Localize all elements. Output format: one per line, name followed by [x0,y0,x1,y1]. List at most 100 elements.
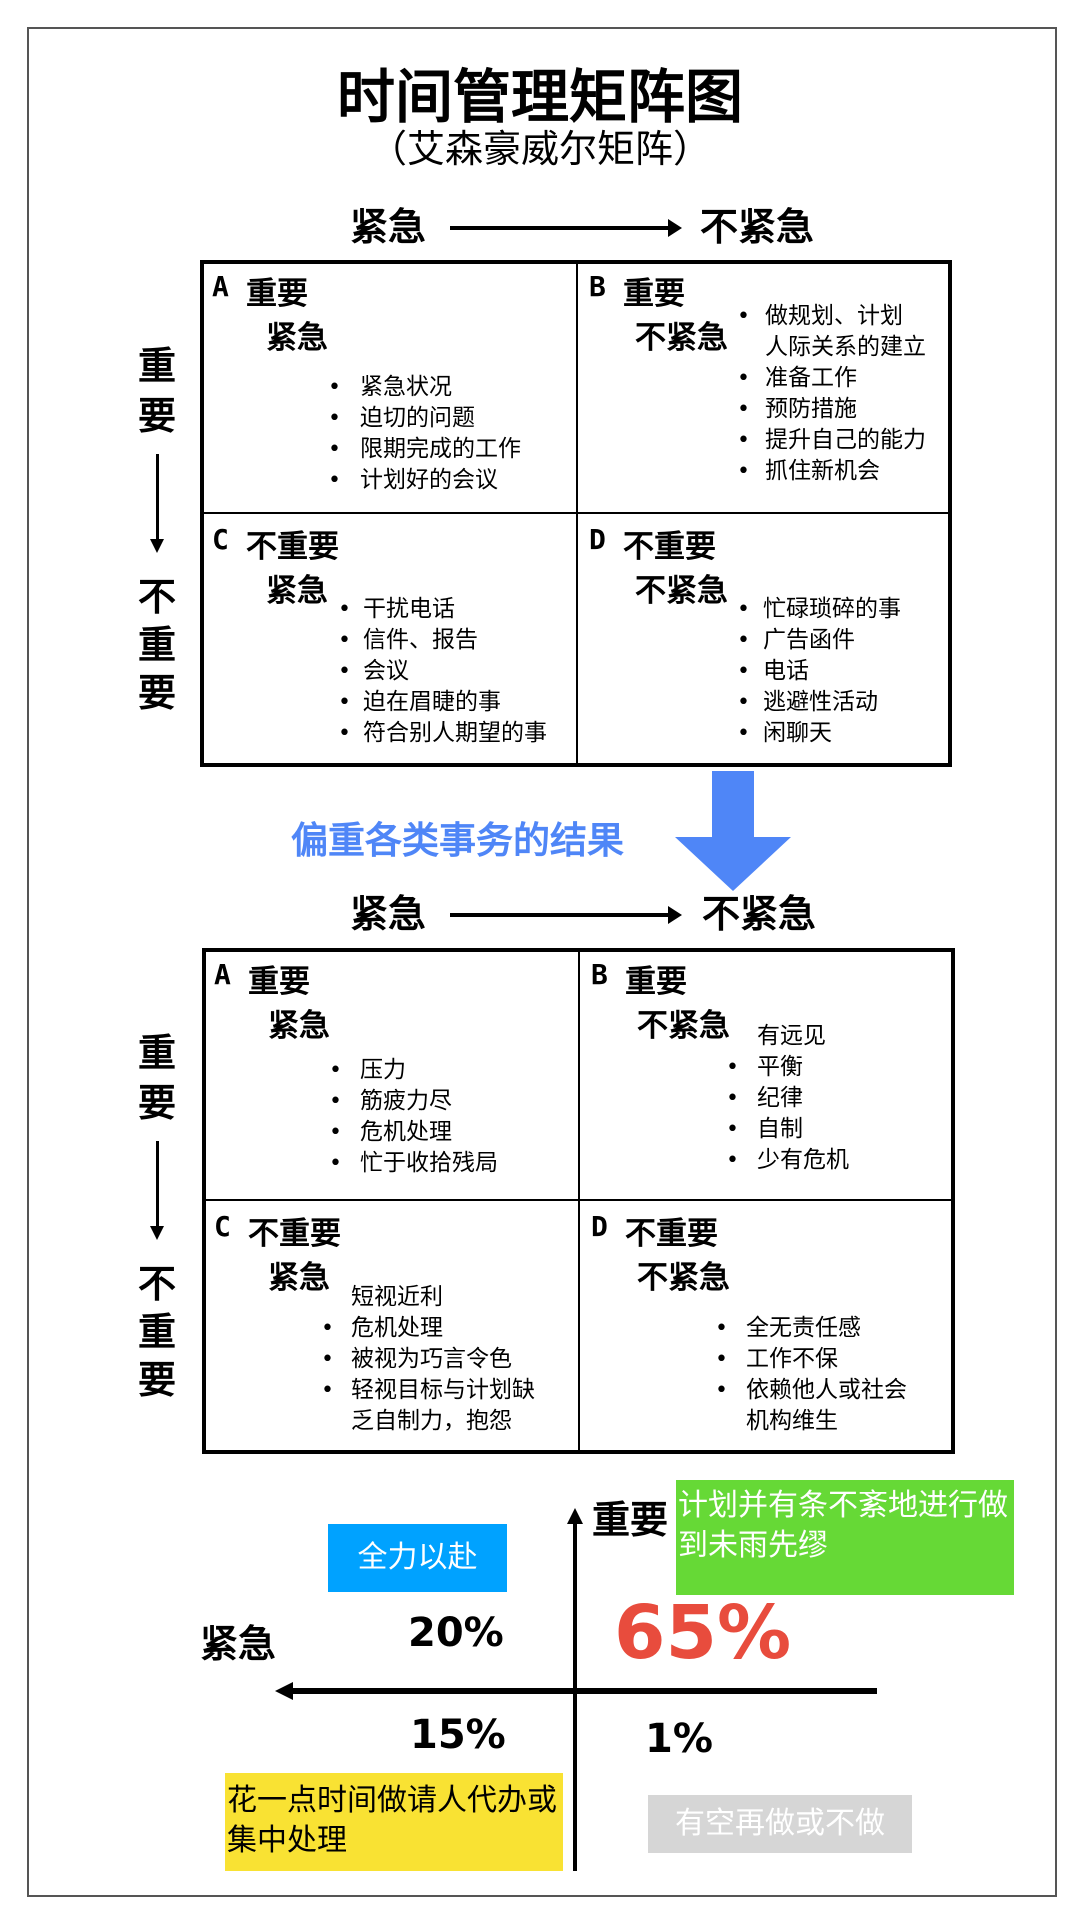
axis-char: 重 [137,623,176,667]
axis-char: 重 [137,1031,176,1075]
down-arrow-icon [150,1141,164,1240]
divider [578,950,580,1452]
axis-important: 重要 [592,1498,669,1542]
divider [202,512,950,514]
list-item: 全无责任感 [746,1315,861,1341]
list-item: 平衡 [757,1054,803,1080]
bullet-icon: • [328,468,341,493]
bullet-icon: • [328,437,341,462]
axis-important-label: 重要 [127,1031,187,1125]
quadrant-urgency-label: 不紧急 [635,320,728,356]
quadrant-importance-label: 不重要 [248,1216,341,1252]
bullet-icon: • [726,1148,739,1173]
list-item: 轻视目标与计划缺乏自制力，抱怨 [351,1377,535,1434]
bullet-icon: • [737,690,750,715]
bullet-icon: • [338,659,351,684]
right-arrow-icon [450,219,682,237]
quadrant-urgency-label: 不紧急 [637,1260,730,1296]
note-optional: 有空再做或不做 [648,1795,912,1853]
list-item: 短视近利 [351,1284,443,1310]
bullet-icon: • [715,1378,728,1403]
list-item: 干扰电话 [363,596,455,622]
list-item: 广告函件 [763,627,855,653]
bullet-icon: • [737,597,750,622]
axis-char: 重 [137,1310,176,1354]
quadrant-urgency-label: 紧急 [268,1260,330,1296]
list-item: 做规划、计划 [765,303,903,329]
bullet-icon: • [329,1089,342,1114]
note-delegate: 花一点时间做请人代办或集中处理 [225,1773,563,1871]
quadrant-letter: D [589,523,606,556]
list-item: 被视为巧言令色 [351,1346,512,1372]
quadrant-letter: B [589,270,606,303]
header-not-urgent: 不紧急 [700,205,815,249]
pct-not-important-urgent: 15% [410,1712,506,1758]
quadrant-urgency-label: 不紧急 [635,573,728,609]
pct-not-important-not-urgent: 1% [645,1716,713,1762]
list-item: 准备工作 [765,365,857,391]
quadrant-letter: B [591,958,608,991]
bullet-icon: • [328,406,341,431]
down-arrow-icon [150,454,164,553]
bullet-icon: • [737,721,750,746]
list-item: 限期完成的工作 [360,436,521,462]
bullet-icon: • [737,397,750,422]
list-item: 危机处理 [360,1119,452,1145]
list-item: 少有危机 [757,1147,849,1173]
header-urgent: 紧急 [350,205,427,249]
result-label: 偏重各类事务的结果 [291,819,624,862]
up-arrow-icon [567,1508,583,1524]
axis-char: 重 [137,344,176,388]
quadrant-importance-label: 不重要 [623,529,716,565]
quadrant-letter: C [214,1210,231,1243]
axis-char: 要 [137,1358,176,1402]
divider [204,1199,953,1201]
list-item: 抓住新机会 [765,458,880,484]
pct-important-not-urgent: 65% [614,1590,792,1676]
list-item: 闲聊天 [763,720,832,746]
axis-char: 要 [137,1081,176,1125]
list-item: 压力 [360,1057,406,1083]
list-item: 自制 [757,1116,803,1142]
quadrant-importance-label: 重要 [623,276,685,312]
list-item: 筋疲力尽 [360,1088,452,1114]
bullet-icon: • [737,428,750,453]
left-arrow-icon [275,1682,293,1700]
list-item: 迫切的问题 [360,405,475,431]
pct-important-urgent: 20% [408,1610,504,1656]
list-item: 符合别人期望的事 [363,720,547,746]
bullet-icon: • [329,1120,342,1145]
bullet-icon: • [715,1316,728,1341]
quadrant-urgency-label: 紧急 [268,1008,330,1044]
list-item: 计划好的会议 [360,467,498,493]
bullet-icon: • [726,1055,739,1080]
vertical-axis [573,1518,577,1871]
axis-char: 要 [137,671,176,715]
note-full-effort: 全力以赴 [328,1524,507,1592]
axis-important-label: 重要 [127,344,187,438]
quadrant-letter: D [591,1210,608,1243]
quadrant-importance-label: 不重要 [625,1216,718,1252]
bullet-icon: • [321,1378,334,1403]
bullet-icon: • [338,628,351,653]
quadrant-urgency-label: 紧急 [266,573,328,609]
bullet-icon: • [328,375,341,400]
axis-char: 不 [137,575,176,619]
bullet-icon: • [338,597,351,622]
list-item: 会议 [363,658,409,684]
list-item: 依赖他人或社会机构维生 [746,1377,907,1434]
note-plan: 计划并有条不紊地进行做到未雨先缪 [676,1480,1014,1595]
quadrant-importance-label: 重要 [246,276,308,312]
list-item: 忙碌琐碎的事 [763,596,901,622]
list-item: 纪律 [757,1085,803,1111]
header-not-urgent: 不紧急 [702,892,817,936]
page-subtitle: （艾森豪威尔矩阵） [368,127,711,171]
list-item: 人际关系的建立 [765,334,926,360]
bullet-icon: • [737,628,750,653]
page-title: 时间管理矩阵图 [336,63,743,131]
